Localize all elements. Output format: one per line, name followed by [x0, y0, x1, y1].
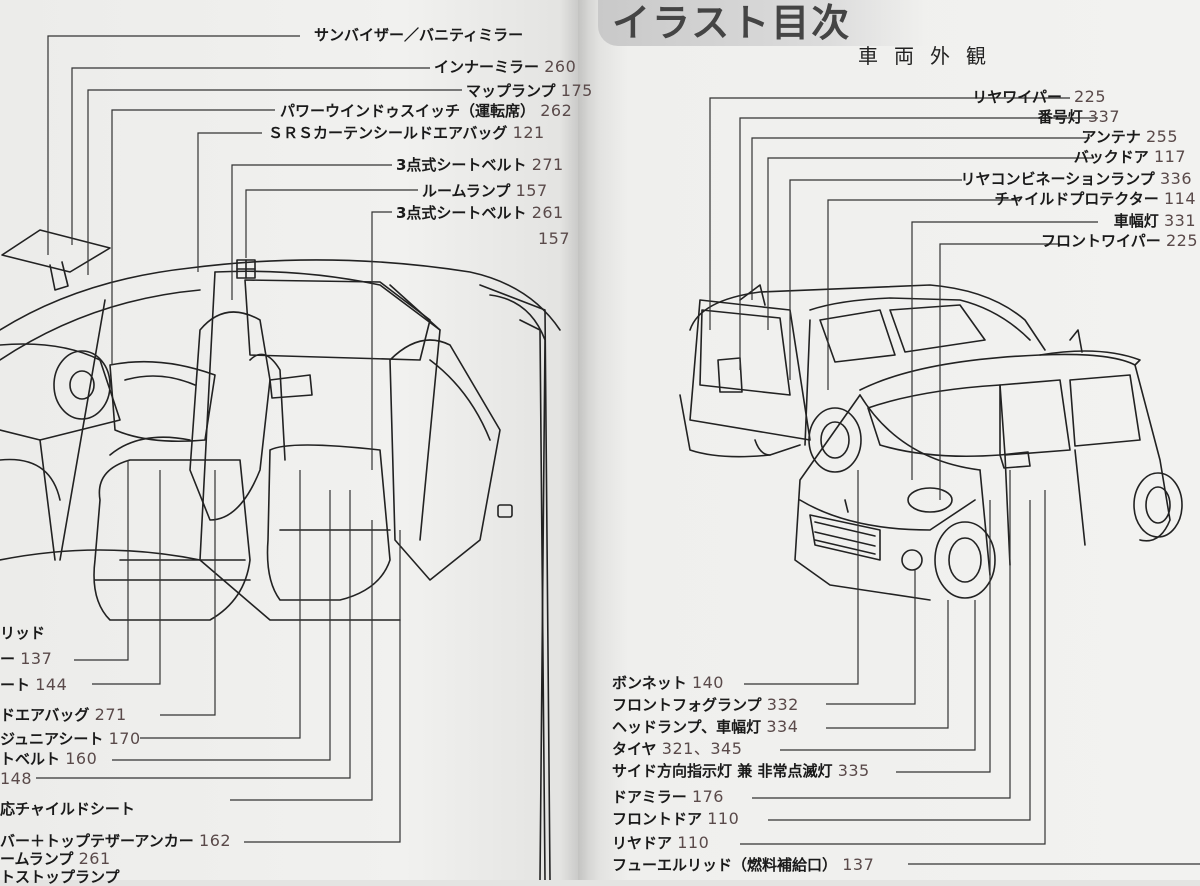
callout-left-bottom-1: ー 137: [0, 649, 53, 669]
callout-left-top-6: ルームランプ 157: [422, 181, 548, 201]
page-title: イラスト目次: [612, 1, 852, 45]
callout-left-top-3: パワーウインドゥスイッチ（運転席） 262: [280, 101, 573, 121]
interior-illustration: [0, 229, 561, 880]
callout-right-bottom-7: リヤドア 110: [612, 833, 710, 853]
callout-right-top-0-page: 225: [1074, 87, 1107, 106]
callout-left-top-8: 157: [538, 229, 571, 248]
callout-left-bottom-7: 応チャイルドシート: [0, 800, 135, 818]
callout-left-bottom-4: ジュニアシート 170: [0, 729, 141, 749]
rear-car-illustration: [679, 284, 1046, 473]
callout-left-bottom-9: ームランプ 261: [0, 849, 111, 869]
callout-left-bottom-8: バー＋トップテザーアンカー 162: [0, 831, 232, 851]
callout-left-top-2: マップランプ 175: [466, 81, 593, 101]
callout-right-bottom-8: フューエルリッド（燃料補給口） 137: [612, 855, 875, 875]
callout-right-top-2: アンテナ 255: [1081, 127, 1178, 147]
callout-left-top-4: ＳＲＳカーテンシールドエアバッグ 121: [268, 123, 545, 143]
callout-right-top-5: チャイルドプロテクター 114: [994, 189, 1196, 209]
callout-right-bottom-0: ボンネット 140: [612, 673, 724, 693]
callout-left-bottom-10: トストップランプ: [0, 868, 120, 886]
callout-right-top-4: リヤコンビネーションランプ 336: [960, 169, 1192, 189]
callout-left-top-5: 3点式シートベルト 271: [396, 155, 564, 175]
callout-left-bottom-0: リッド: [0, 624, 46, 642]
section-subtitle: 車両外観: [858, 44, 1002, 68]
callout-right-top-0: リヤワイパー: [972, 88, 1062, 106]
callout-left-bottom-5: トベルト 160: [0, 749, 98, 769]
callout-right-bottom-3: タイヤ 321、345: [612, 739, 743, 759]
callout-right-top-1: 番号灯 337: [1037, 107, 1120, 127]
callout-right-bottom-1: フロントフォグランプ 332: [612, 695, 799, 715]
callout-right-top-6: 車幅灯 331: [1113, 211, 1196, 231]
right-page: [578, 0, 1200, 880]
title-banner: [598, 0, 928, 46]
callout-left-bottom-2: ート 144: [0, 675, 68, 695]
left-page: [0, 0, 578, 880]
callout-right-top-3: バックドア 117: [1073, 147, 1186, 167]
callout-left-top-7: 3点式シートベルト 261: [396, 203, 564, 223]
callout-right-top-7: フロントワイパー 225: [1041, 231, 1198, 251]
callout-right-bottom-6: フロントドア 110: [612, 809, 740, 829]
callout-right-bottom-5: ドアミラー 176: [612, 787, 724, 807]
front-car-illustration: [794, 329, 1183, 601]
callout-left-bottom-3: ドエアバッグ 271: [0, 705, 127, 725]
book-gutter: [560, 0, 600, 880]
callout-right-bottom-4: サイド方向指示灯 兼 非常点滅灯 335: [612, 761, 870, 781]
callout-left-bottom-6: 148: [0, 769, 33, 788]
callout-sunvisor: サンバイザー／バニティミラー: [314, 26, 524, 44]
callout-left-top-1: インナーミラー 260: [434, 57, 577, 77]
callout-right-bottom-2: ヘッドランプ、車幅灯 334: [612, 717, 799, 737]
